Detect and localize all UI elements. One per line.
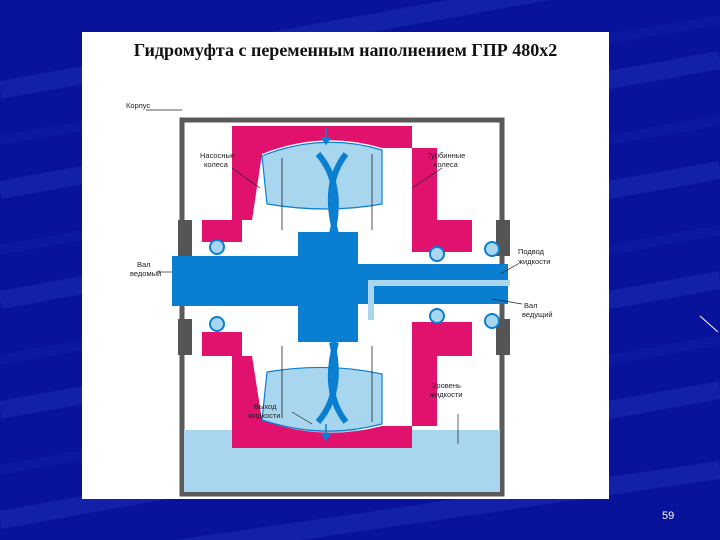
slide-card: Гидромуфта с переменным наполнением ГПР … [82, 32, 609, 499]
label-fluid-outlet-2: жидкости [248, 411, 281, 420]
label-output-shaft-2: ведущий [522, 310, 553, 319]
left-housing-block-2 [178, 319, 192, 355]
center-hub [298, 232, 358, 342]
bearings [209, 239, 500, 332]
label-input-shaft-1: Вал [137, 260, 151, 269]
leader-lines [146, 109, 523, 444]
slide-title: Гидромуфта с переменным наполнением ГПР … [133, 40, 558, 60]
label-housing: Корпус [126, 101, 150, 110]
label-fluid-outlet-1: Выход [254, 402, 277, 411]
label-fluid-level-2: жидкости [430, 390, 463, 399]
label-pump-wheels-1: Насосные [200, 151, 235, 160]
supply-channel [370, 280, 510, 286]
label-turbine-wheels-1: Турбинные [427, 151, 465, 160]
slide-number: 59 [662, 510, 675, 522]
wheel-blades [315, 152, 349, 424]
fluid-chambers [261, 141, 383, 432]
housing-outline [179, 117, 505, 497]
label-fluid-supply-2: жидкости [518, 257, 551, 266]
blade-lines [281, 154, 373, 422]
fluid-coupling-diagram: Корпус Насосные колеса Турбинные колеса … [126, 101, 553, 497]
label-output-shaft-1: Вал [524, 301, 538, 310]
input-shaft [172, 256, 302, 306]
supply-channel-vert [368, 280, 374, 320]
label-input-shaft-2: ведомый [130, 269, 161, 278]
left-housing-block [178, 220, 192, 256]
label-fluid-level-1: Уровень [432, 381, 461, 390]
right-housing-block-2 [496, 319, 510, 355]
label-turbine-wheels-2: колеса [434, 160, 459, 169]
flow-arrows [320, 128, 332, 442]
label-fluid-supply-1: Подвод [518, 247, 545, 256]
label-pump-wheels-2: колеса [204, 160, 229, 169]
